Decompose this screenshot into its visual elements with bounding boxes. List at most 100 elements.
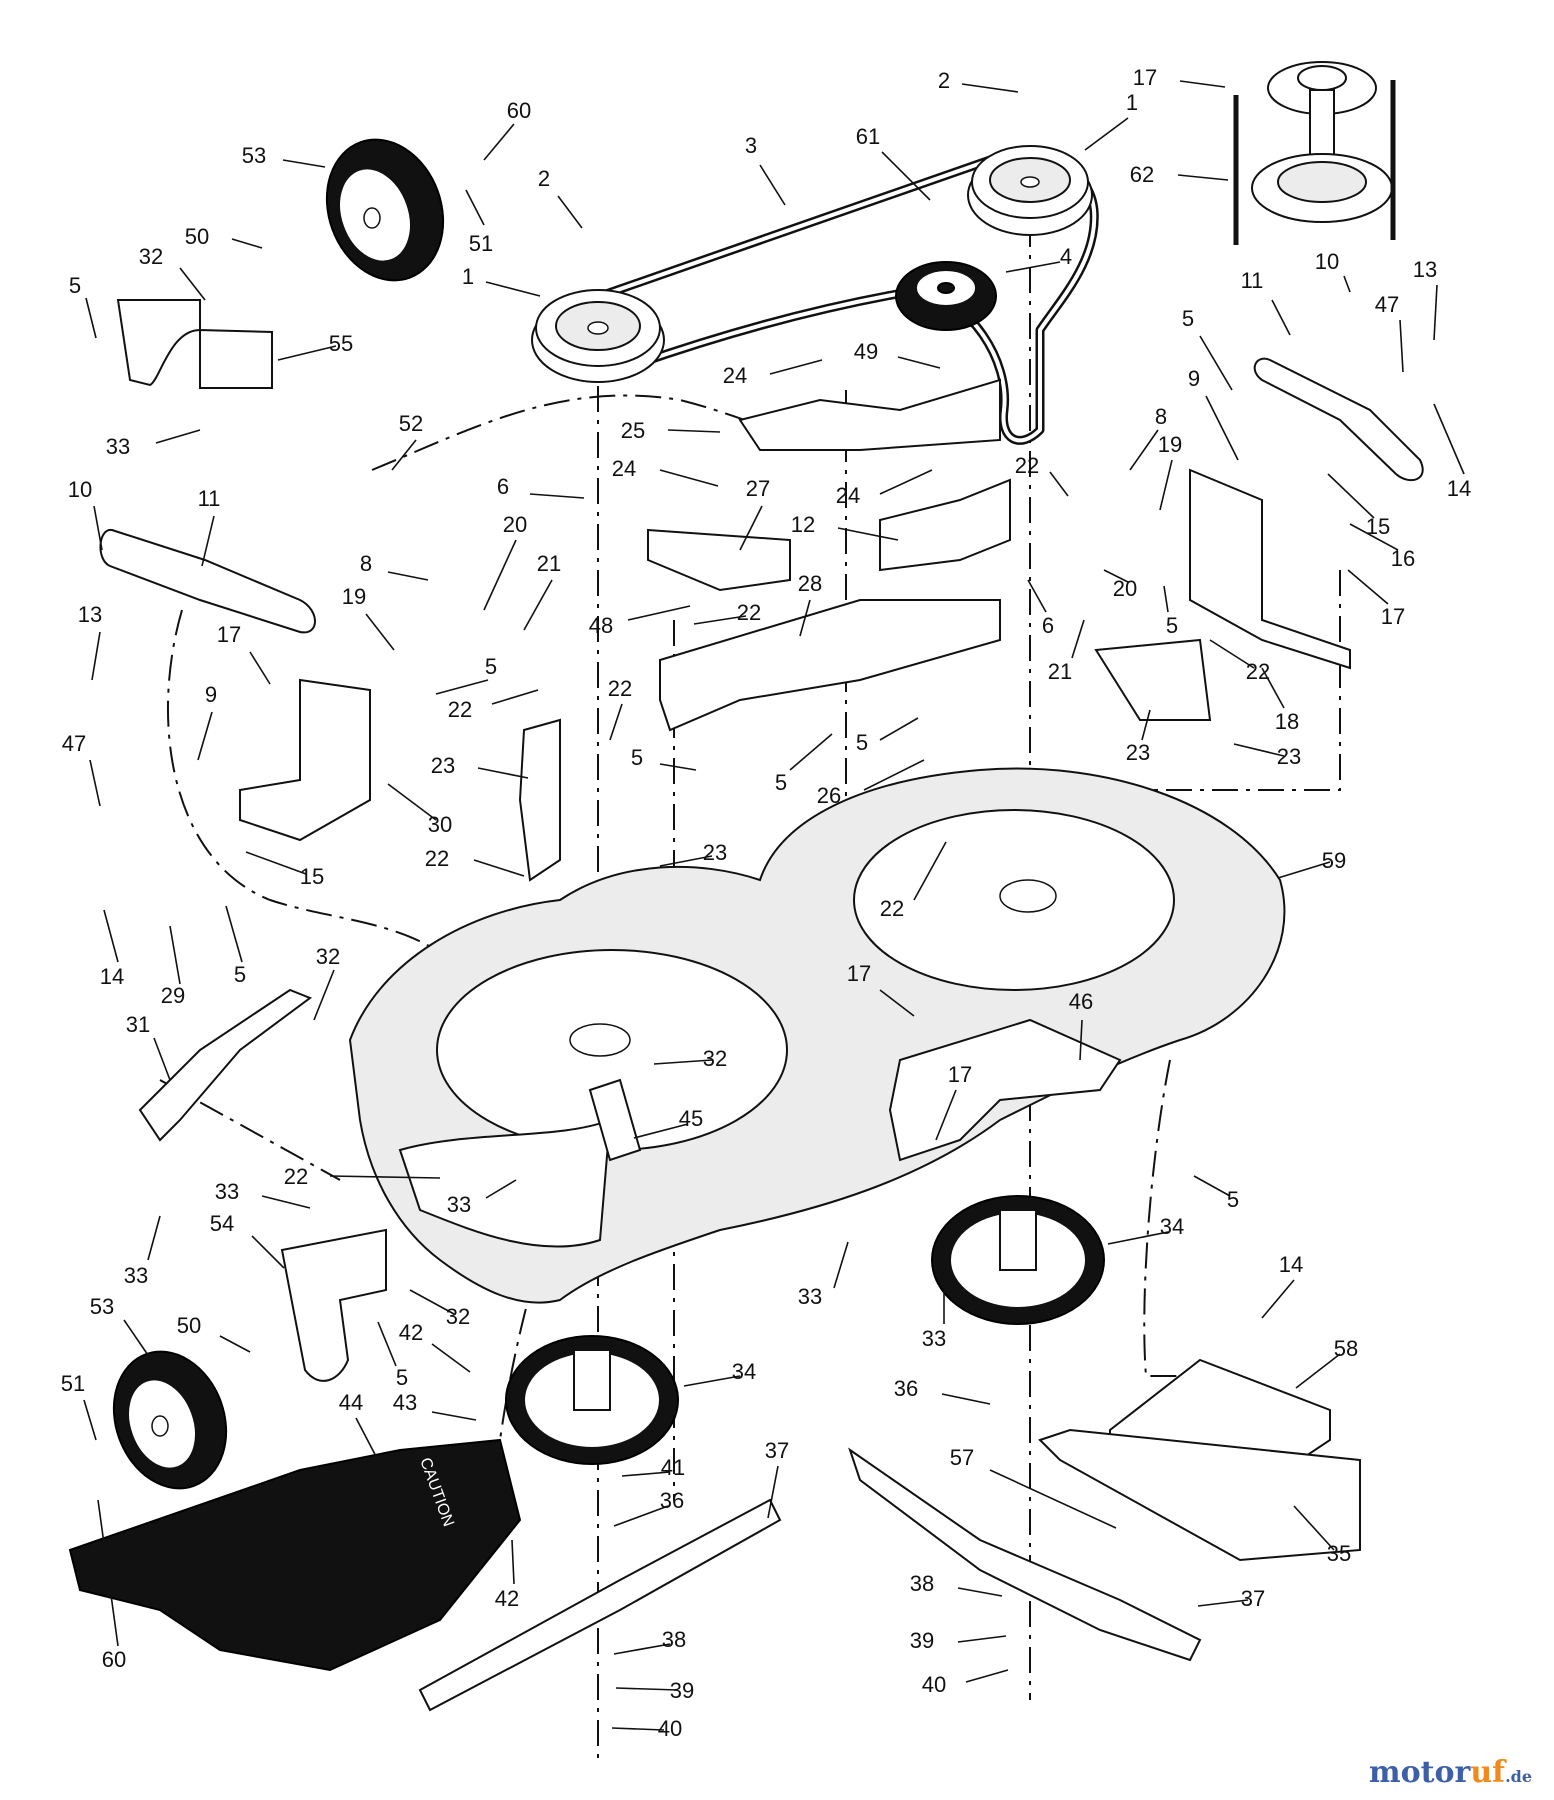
bracket-18 xyxy=(1189,468,1351,670)
part-number-label: 22 xyxy=(448,697,472,722)
leader-line xyxy=(483,539,517,611)
leader-line xyxy=(485,281,541,297)
part-number-label: 3 xyxy=(745,133,757,158)
leader-line xyxy=(155,429,201,444)
leader-line xyxy=(941,1393,991,1405)
leader-line xyxy=(633,1123,689,1139)
leader-line xyxy=(97,1499,119,1647)
part-number-label: 24 xyxy=(612,456,636,481)
spindle-right xyxy=(931,1195,1105,1325)
leader-line xyxy=(219,1335,251,1353)
leader-line xyxy=(1129,429,1159,471)
leader-line xyxy=(409,1289,455,1315)
leader-line xyxy=(1271,299,1291,336)
baffle-25 xyxy=(738,378,1001,451)
idler-pulley xyxy=(895,261,997,331)
leader-line xyxy=(913,841,947,901)
part-number-label: 34 xyxy=(1160,1214,1184,1239)
leader-line xyxy=(1049,471,1069,497)
part-number-label: 47 xyxy=(62,731,86,756)
leader-line xyxy=(1079,1019,1083,1061)
part-number-label: 57 xyxy=(950,1445,974,1470)
part-number-label: 17 xyxy=(1381,604,1405,629)
part-number-label: 60 xyxy=(507,98,531,123)
leader-line xyxy=(961,83,1019,93)
deflector-31 xyxy=(138,988,313,1142)
leader-line xyxy=(377,1321,397,1367)
part-number-label: 33 xyxy=(922,1326,946,1351)
part-number-label: 22 xyxy=(737,600,761,625)
blade-right xyxy=(848,1447,1202,1662)
part-number-label: 28 xyxy=(798,571,822,596)
leader-line xyxy=(621,1471,671,1477)
wheel-bracket-front xyxy=(280,1228,387,1382)
part-number-label: 21 xyxy=(537,551,561,576)
leader-line xyxy=(767,1465,779,1519)
leader-line xyxy=(465,189,485,226)
leader-line xyxy=(759,164,786,206)
bracket-35 xyxy=(1038,1428,1361,1562)
leader-line xyxy=(387,571,429,581)
part-number-label: 4 xyxy=(1060,244,1072,269)
pulley-left xyxy=(531,289,665,383)
leader-line xyxy=(879,469,933,495)
leader-line xyxy=(1071,619,1085,659)
part-number-label: 62 xyxy=(1130,162,1154,187)
part-number-label: 42 xyxy=(495,1586,519,1611)
part-number-label: 20 xyxy=(503,512,527,537)
part-number-label: 45 xyxy=(679,1106,703,1131)
part-number-label: 42 xyxy=(399,1320,423,1345)
plate-28 xyxy=(659,599,1001,732)
leader-line xyxy=(789,733,833,771)
leader-line xyxy=(957,1587,1003,1597)
part-number-label: 32 xyxy=(446,1304,470,1329)
part-number-label: 5 xyxy=(234,962,246,987)
leader-line xyxy=(1293,1505,1335,1551)
leader-line xyxy=(659,855,713,867)
leader-line xyxy=(611,1727,665,1731)
part-number-label: 40 xyxy=(922,1672,946,1697)
leader-line xyxy=(879,717,919,741)
leader-line xyxy=(179,267,206,301)
watermark: motoruf.de xyxy=(1369,1755,1532,1790)
part-number-label: 53 xyxy=(242,143,266,168)
leader-line xyxy=(529,493,585,499)
leader-line xyxy=(897,356,941,369)
baffle-23-right xyxy=(1094,638,1212,721)
part-number-label: 34 xyxy=(732,1359,756,1384)
part-number-label: 52 xyxy=(399,411,423,436)
part-number-label: 10 xyxy=(68,477,92,502)
leader-line xyxy=(1433,284,1438,341)
part-number-label: 17 xyxy=(847,961,871,986)
part-number-label: 44 xyxy=(339,1390,363,1415)
leader-line xyxy=(1349,523,1399,551)
leader-line xyxy=(83,1399,97,1441)
leader-line xyxy=(103,909,119,963)
leader-line xyxy=(837,527,899,541)
callout-leader-lines xyxy=(83,80,1465,1731)
leader-line xyxy=(609,703,623,741)
pulley-right xyxy=(967,145,1093,236)
part-number-label: 26 xyxy=(817,783,841,808)
part-number-label: 38 xyxy=(910,1571,934,1596)
part-number-label: 53 xyxy=(90,1294,114,1319)
part-number-label: 38 xyxy=(662,1627,686,1652)
hinge-45 xyxy=(588,1078,642,1162)
leader-line xyxy=(879,989,915,1017)
part-number-label: 22 xyxy=(608,676,632,701)
part-number-label: 40 xyxy=(658,1716,682,1741)
part-number-label: 5 xyxy=(856,730,868,755)
leader-line xyxy=(1261,1279,1295,1319)
leader-line xyxy=(1197,1599,1249,1607)
leader-line xyxy=(313,969,335,1021)
part-number-label: 12 xyxy=(791,512,815,537)
part-number-label: 9 xyxy=(1188,366,1200,391)
leader-line xyxy=(491,689,539,705)
part-number-label: 19 xyxy=(1158,432,1182,457)
part-number-label: 23 xyxy=(1277,744,1301,769)
part-number-label: 1 xyxy=(462,264,474,289)
leader-line xyxy=(1107,1231,1169,1245)
leader-line xyxy=(1141,709,1151,741)
part-number-label: 32 xyxy=(139,244,163,269)
